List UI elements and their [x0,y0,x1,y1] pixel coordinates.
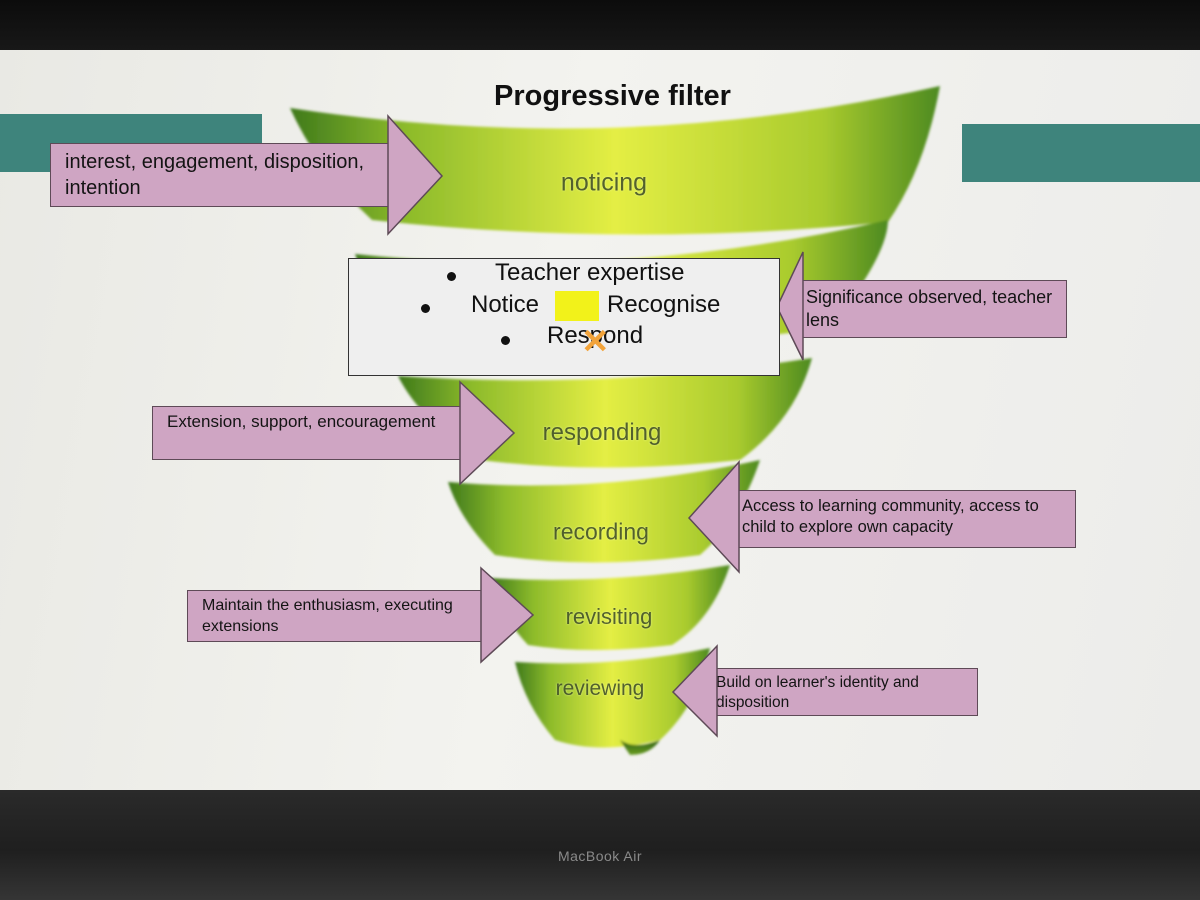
textbox-line-2-right: Recognise [607,291,721,318]
band-label-revisiting: revisiting [565,604,653,629]
yellow-highlight [555,291,599,321]
teacher-expertise-box: Teacher expertise Notice Recognise Respo… [348,258,780,376]
arrow-build-head [671,644,718,738]
arrow-access: Access to learning community, access to … [738,490,1076,548]
funnel-band-recording [448,460,760,563]
textbox-line-2-left: Notice [471,291,540,318]
bullet-1 [447,272,456,281]
band-label-noticing: noticing [560,168,648,197]
cross-mark-icon: ✕ [581,323,610,361]
textbox-line-3: Respond [547,322,644,349]
teal-bar-right [962,124,1200,182]
arrow-maintain-head [480,566,535,664]
arrow-significance: Significance observed, teacher lens [802,280,1067,338]
band-label-reviewing: reviewing [555,677,645,700]
slide: Progressive filter noticing responding r… [0,50,1200,790]
arrow-extension-text: Extension, support, encouragement [167,412,436,431]
arrow-access-head [687,460,740,574]
funnel-band-noticing [290,86,940,235]
arrow-extension-head [459,380,516,486]
bullet-2 [421,304,430,313]
arrow-interest-head [387,114,444,236]
arrow-build-text: Build on learner's identity and disposit… [716,674,919,712]
device-label: MacBook Air [557,848,643,864]
arrow-interest-text: interest, engagement, disposition, inten… [65,151,365,199]
arrow-access-text: Access to learning community, access to … [742,497,1039,537]
arrow-maintain-text: Maintain the enthusiasm, executing exten… [202,597,453,635]
funnel-band-reviewing [515,648,710,748]
textbox-line-1: Teacher expertise [495,259,685,286]
band-label-recording: recording [553,518,649,545]
bullet-3 [501,336,510,345]
band-label-responding: responding [542,419,662,446]
funnel-band-revisiting [490,565,730,650]
laptop-bezel [0,790,1200,900]
arrow-significance-text: Significance observed, teacher lens [806,287,1053,331]
slide-title: Progressive filter [494,80,731,112]
arrow-interest: interest, engagement, disposition, inten… [50,143,390,207]
arrow-build: Build on learner's identity and disposit… [716,668,978,716]
arrow-significance-head [776,251,804,361]
arrow-maintain: Maintain the enthusiasm, executing exten… [187,590,483,642]
arrow-extension: Extension, support, encouragement [152,406,462,460]
